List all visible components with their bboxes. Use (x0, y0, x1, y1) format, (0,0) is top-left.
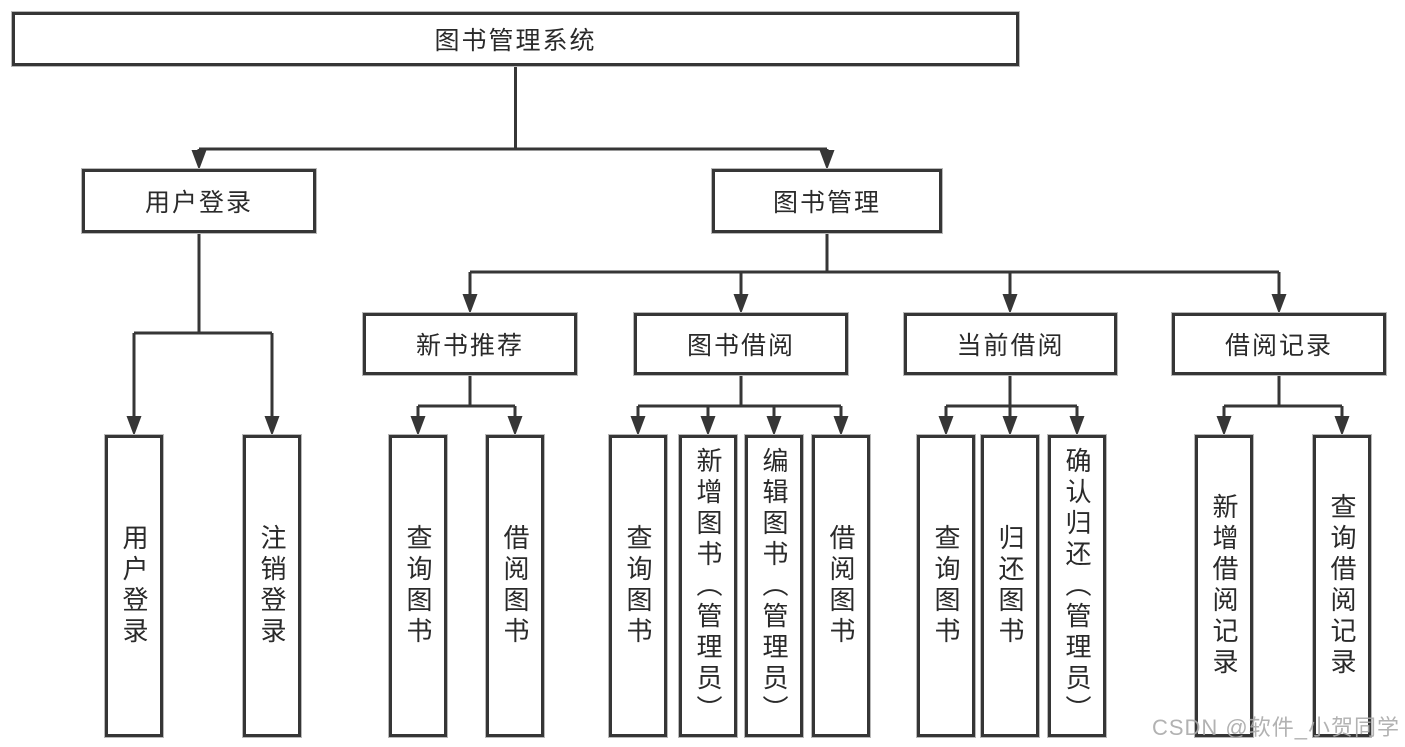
arrow-down-icon (1271, 294, 1287, 314)
connector-user-login (132, 231, 274, 418)
arrowheads (126, 150, 1350, 436)
arrow-down-icon (833, 416, 849, 436)
arrow-down-icon (700, 416, 716, 436)
node-user-login: 用户登录 (82, 169, 316, 233)
node-borrow-records: 借阅记录 (1172, 313, 1386, 375)
arrow-down-icon (1334, 416, 1350, 436)
connector-root (197, 64, 829, 154)
node-user-login-label: 用户登录 (144, 189, 253, 217)
leaf-borrow-books-recommend-label: 借阅图书 (500, 524, 530, 648)
leaf-logout-label: 注销登录 (257, 524, 287, 648)
node-current-borrow-label: 当前借阅 (956, 332, 1065, 360)
connector-current-borrow (944, 373, 1079, 418)
arrow-down-icon (819, 150, 835, 170)
leaf-query-books-borrow: 查询图书 (609, 435, 667, 737)
node-new-book-recommend: 新书推荐 (363, 313, 577, 375)
arrow-down-icon (1216, 416, 1232, 436)
leaf-add-books-admin-label: 新增图书（管理员） (693, 446, 723, 726)
arrow-down-icon (1002, 416, 1018, 436)
leaf-borrow-books: 借阅图书 (812, 435, 870, 737)
leaf-query-books-current: 查询图书 (917, 435, 975, 737)
leaf-return-books: 归还图书 (981, 435, 1039, 737)
node-book-borrow-label: 图书借阅 (686, 332, 795, 360)
connector-book-management (468, 231, 1281, 296)
connector-borrow-records (1222, 373, 1344, 418)
arrow-down-icon (766, 416, 782, 436)
arrow-down-icon (733, 294, 749, 314)
node-book-borrow: 图书借阅 (634, 313, 848, 375)
connector-new-book-recommend (416, 373, 517, 418)
leaf-user-login-label: 用户登录 (119, 524, 149, 648)
leaf-query-borrow-record-label: 查询借阅记录 (1327, 493, 1357, 679)
arrow-down-icon (1069, 416, 1085, 436)
leaf-add-books-admin: 新增图书（管理员） (679, 435, 737, 737)
node-book-management-label: 图书管理 (772, 189, 881, 217)
arrow-down-icon (938, 416, 954, 436)
leaf-confirm-return-admin-label: 确认归还（管理员） (1062, 446, 1092, 726)
leaf-edit-books-admin: 编辑图书（管理员） (745, 435, 803, 737)
leaf-query-borrow-record: 查询借阅记录 (1313, 435, 1371, 737)
leaf-confirm-return-admin: 确认归还（管理员） (1048, 435, 1106, 737)
leaf-logout: 注销登录 (243, 435, 301, 737)
leaf-add-borrow-record: 新增借阅记录 (1195, 435, 1253, 737)
leaf-query-books-recommend: 查询图书 (389, 435, 447, 737)
arrow-down-icon (507, 416, 523, 436)
arrow-down-icon (126, 416, 142, 436)
leaf-query-books-borrow-label: 查询图书 (623, 524, 653, 648)
leaf-query-books-recommend-label: 查询图书 (403, 524, 433, 648)
node-borrow-records-label: 借阅记录 (1224, 332, 1333, 360)
node-root-label: 图书管理系统 (434, 27, 597, 55)
leaf-return-books-label: 归还图书 (995, 524, 1025, 648)
connector-book-borrow (636, 373, 843, 418)
arrow-down-icon (462, 294, 478, 314)
arrow-down-icon (191, 150, 207, 170)
arrow-down-icon (630, 416, 646, 436)
leaf-borrow-books-label: 借阅图书 (826, 524, 856, 648)
leaf-add-borrow-record-label: 新增借阅记录 (1209, 493, 1239, 679)
node-root: 图书管理系统 (12, 12, 1019, 66)
leaf-user-login: 用户登录 (105, 435, 163, 737)
arrow-down-icon (264, 416, 280, 436)
watermark: CSDN @软件_小贺同学 (1151, 715, 1400, 740)
leaf-edit-books-admin-label: 编辑图书（管理员） (759, 446, 789, 726)
node-new-book-recommend-label: 新书推荐 (415, 332, 524, 360)
node-book-management: 图书管理 (712, 169, 942, 233)
node-current-borrow: 当前借阅 (904, 313, 1117, 375)
arrow-down-icon (410, 416, 426, 436)
leaf-borrow-books-recommend: 借阅图书 (486, 435, 544, 737)
arrow-down-icon (1002, 294, 1018, 314)
leaf-query-books-current-label: 查询图书 (931, 524, 961, 648)
